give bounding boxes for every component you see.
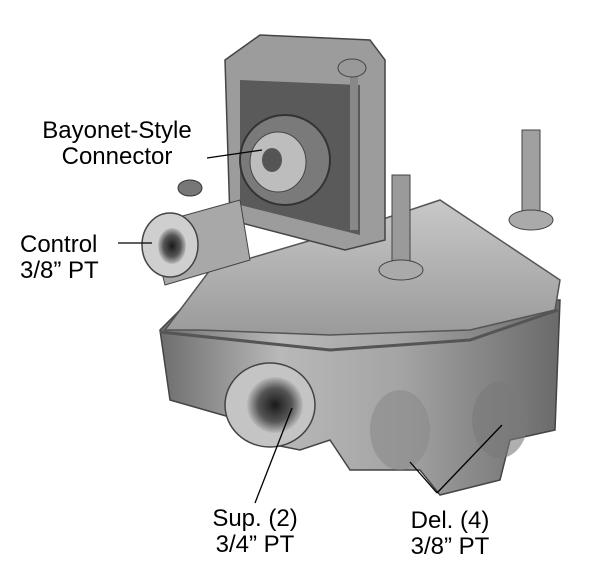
label-line: Control [20,231,98,258]
label-line: 3/4” PT [215,531,295,558]
label-line: Sup. (2) [212,505,298,532]
label-line: Bayonet-Style [42,117,192,144]
label-line: Del. (4) [410,507,490,534]
label-line: 3/8” PT [410,533,490,560]
label-line: 3/8” PT [20,257,99,284]
bayonet-connector-label: Bayonet-Style Connector [22,118,212,170]
valve-top-deck [163,199,561,336]
delivery-port-label: Del. (4) 3/8” PT [395,508,505,560]
leader-lines [118,149,503,504]
supply-port-label: Sup. (2) 3/4” PT [200,506,310,558]
stud-center [391,174,411,271]
control-port-label: Control 3/8” PT [20,232,99,284]
label-line: Connector [61,143,173,170]
stud-right [521,129,541,221]
